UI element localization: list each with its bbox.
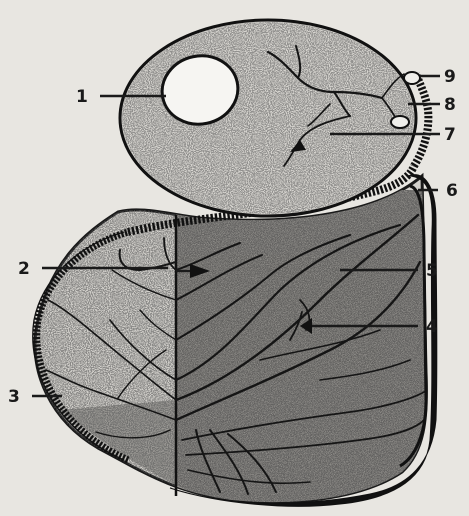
callout-label-1: 1 [76, 87, 88, 107]
vessel-lumen-9 [404, 72, 420, 84]
vessel-lumen-8 [391, 116, 409, 128]
callout-label-6: 6 [446, 181, 458, 201]
callout-6: 6 [418, 181, 458, 201]
callout-label-7: 7 [444, 125, 456, 145]
lower-body [0, 176, 436, 516]
callout-label-3: 3 [8, 387, 20, 407]
callout-label-5: 5 [426, 261, 438, 281]
callout-label-4: 4 [426, 317, 438, 337]
callout-label-8: 8 [444, 95, 456, 115]
upper-cross-section [120, 20, 420, 216]
callout-9: 9 [420, 67, 456, 87]
callout-label-9: 9 [444, 67, 456, 87]
callout-label-2: 2 [18, 259, 30, 279]
